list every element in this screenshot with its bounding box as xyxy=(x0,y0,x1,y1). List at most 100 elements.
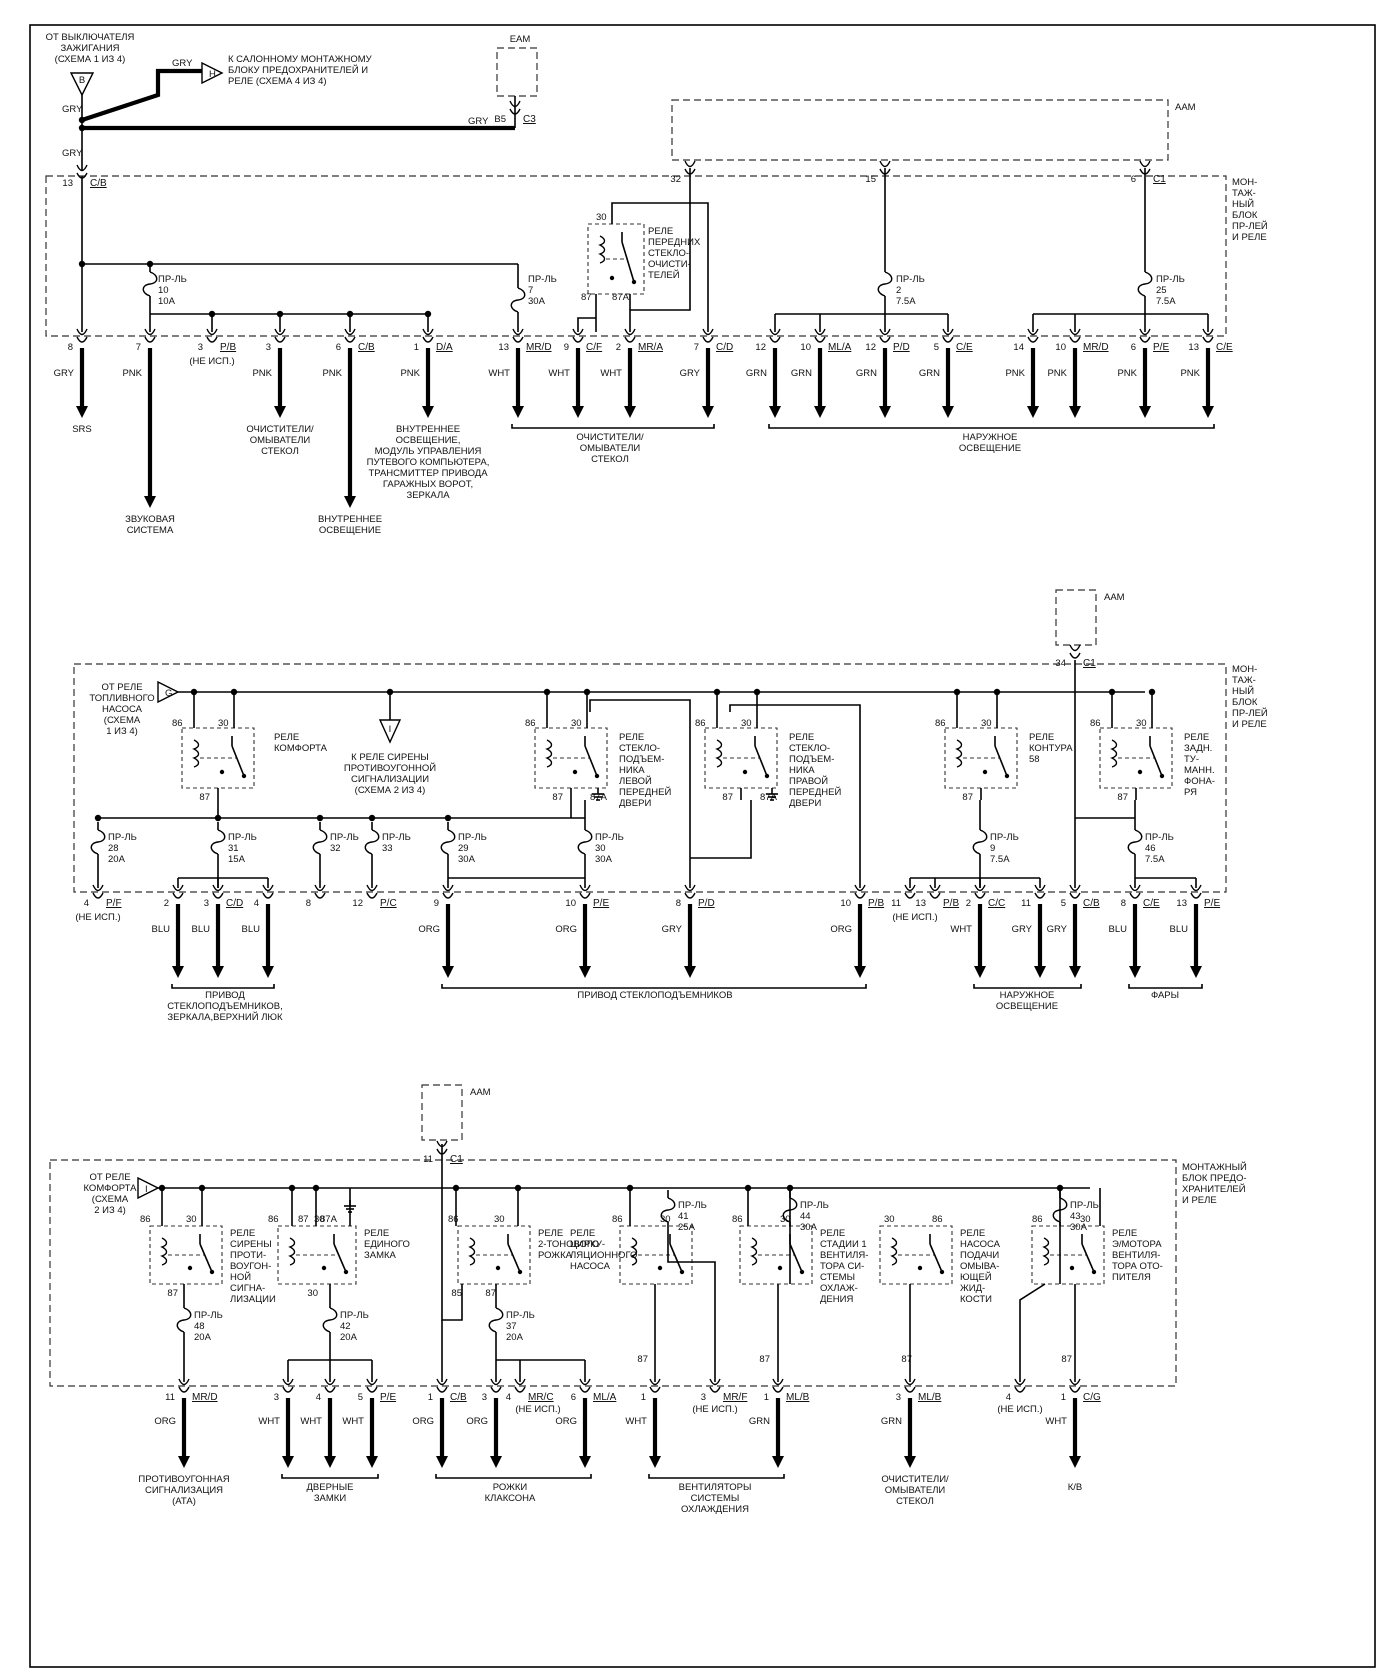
relay-4 xyxy=(739,1225,813,1285)
arrow-head-icon xyxy=(490,1456,502,1468)
pin-terminal-icon xyxy=(1069,1386,1081,1393)
pin-terminal-icon xyxy=(274,336,286,343)
contact-icon xyxy=(1004,773,1010,779)
fuse-icon xyxy=(972,829,988,855)
label: 87 xyxy=(167,1288,178,1299)
connector-label: MR/A xyxy=(638,342,663,353)
relay-6 xyxy=(1031,1225,1105,1285)
pin-terminal-icon xyxy=(1069,644,1081,652)
pin-terminal-icon xyxy=(366,892,378,899)
label: 30 xyxy=(494,1214,505,1225)
connector-label: ML/A xyxy=(593,1392,617,1403)
pin-terminal-icon xyxy=(649,1386,661,1393)
pin-terminal-icon xyxy=(879,160,891,168)
pin-terminal-icon xyxy=(324,1386,336,1393)
wire-color: WHT xyxy=(600,368,622,379)
wire-color: ORG xyxy=(412,1416,434,1427)
wire xyxy=(507,1243,521,1273)
connector-label: MR/D xyxy=(192,1392,218,1403)
wire-color: ORG xyxy=(154,1416,176,1427)
wire-color: ORG xyxy=(555,1416,577,1427)
not-used-label: (НЕ ИСП.) xyxy=(515,1404,560,1415)
splice-dot xyxy=(424,310,432,318)
pin-number: B5 xyxy=(494,114,506,125)
splice-dot xyxy=(953,688,961,696)
pin-number: 3 xyxy=(701,1392,706,1403)
label: 30 xyxy=(307,1288,318,1299)
label: 87 xyxy=(298,1214,309,1225)
label: 87A xyxy=(320,1214,338,1225)
label: 85 xyxy=(451,1288,462,1299)
wire-color: PNK xyxy=(1005,368,1025,379)
group-bracket xyxy=(511,424,715,429)
pin-terminal-icon xyxy=(92,892,104,899)
splice-dot xyxy=(368,814,376,822)
connector-label: C/G xyxy=(1083,1392,1101,1403)
pin-terminal-icon xyxy=(772,1378,784,1386)
pin-terminal-icon xyxy=(144,336,156,343)
arrow-head-icon xyxy=(282,1456,294,1468)
pin-number: 6 xyxy=(1131,174,1136,185)
pin-number: 1 xyxy=(414,342,419,353)
wire xyxy=(199,1243,213,1273)
arrow-head-icon xyxy=(942,406,954,418)
wire xyxy=(629,168,691,332)
pin-terminal-icon xyxy=(702,328,714,336)
pin-terminal-icon xyxy=(422,328,434,336)
pin-terminal-icon xyxy=(366,884,378,892)
connector-label: C/C xyxy=(988,898,1005,909)
pin-terminal-icon xyxy=(702,336,714,343)
splice-dot xyxy=(753,688,761,696)
wire-color: WHT xyxy=(625,1416,647,1427)
label: 87 xyxy=(722,792,733,803)
pin-terminal-icon xyxy=(1014,1378,1026,1386)
arrow-head-icon xyxy=(1139,406,1151,418)
pin-terminal-icon xyxy=(314,892,326,899)
wire-color: GRN xyxy=(881,1416,902,1427)
pin-terminal-icon xyxy=(92,884,104,892)
pin-terminal-icon xyxy=(769,328,781,336)
pin-terminal-icon xyxy=(1014,1386,1026,1393)
connector-label: ML/A xyxy=(828,342,852,353)
contact-icon xyxy=(609,275,615,281)
label: 30 xyxy=(186,1214,197,1225)
pin-number: 9 xyxy=(564,342,569,353)
wire-color: GRY xyxy=(680,368,701,379)
not-used-label: (НЕ ИСП.) xyxy=(692,1404,737,1415)
relay-coil-icon xyxy=(545,739,553,768)
contact-icon xyxy=(679,1269,685,1275)
wire-color: GRY xyxy=(172,58,193,69)
group-bracket xyxy=(648,1474,785,1479)
relay-3 xyxy=(619,1225,693,1285)
pin-number: 8 xyxy=(676,898,681,909)
connector-label: C/D xyxy=(226,898,243,909)
pin-terminal-icon xyxy=(509,100,521,108)
contact-icon xyxy=(219,769,225,775)
pin-number: 3 xyxy=(274,1392,279,1403)
fuse-icon xyxy=(210,829,226,855)
pin-terminal-icon xyxy=(572,328,584,336)
label: 86 xyxy=(140,1214,151,1225)
label: 87A xyxy=(612,292,630,303)
contact-icon xyxy=(657,1265,663,1271)
wire-color: PNK xyxy=(122,368,142,379)
wire-color: ORG xyxy=(830,924,852,935)
arrow-head-icon xyxy=(178,1456,190,1468)
splice-dot xyxy=(543,688,551,696)
contact-icon xyxy=(764,773,770,779)
arrow-head-icon xyxy=(1069,966,1081,978)
wire-color: GRN xyxy=(791,368,812,379)
pin-number: 7 xyxy=(694,342,699,353)
pin-terminal-icon xyxy=(709,1386,721,1393)
pin-number: 5 xyxy=(1061,898,1066,909)
connector-tag: H xyxy=(209,69,216,80)
